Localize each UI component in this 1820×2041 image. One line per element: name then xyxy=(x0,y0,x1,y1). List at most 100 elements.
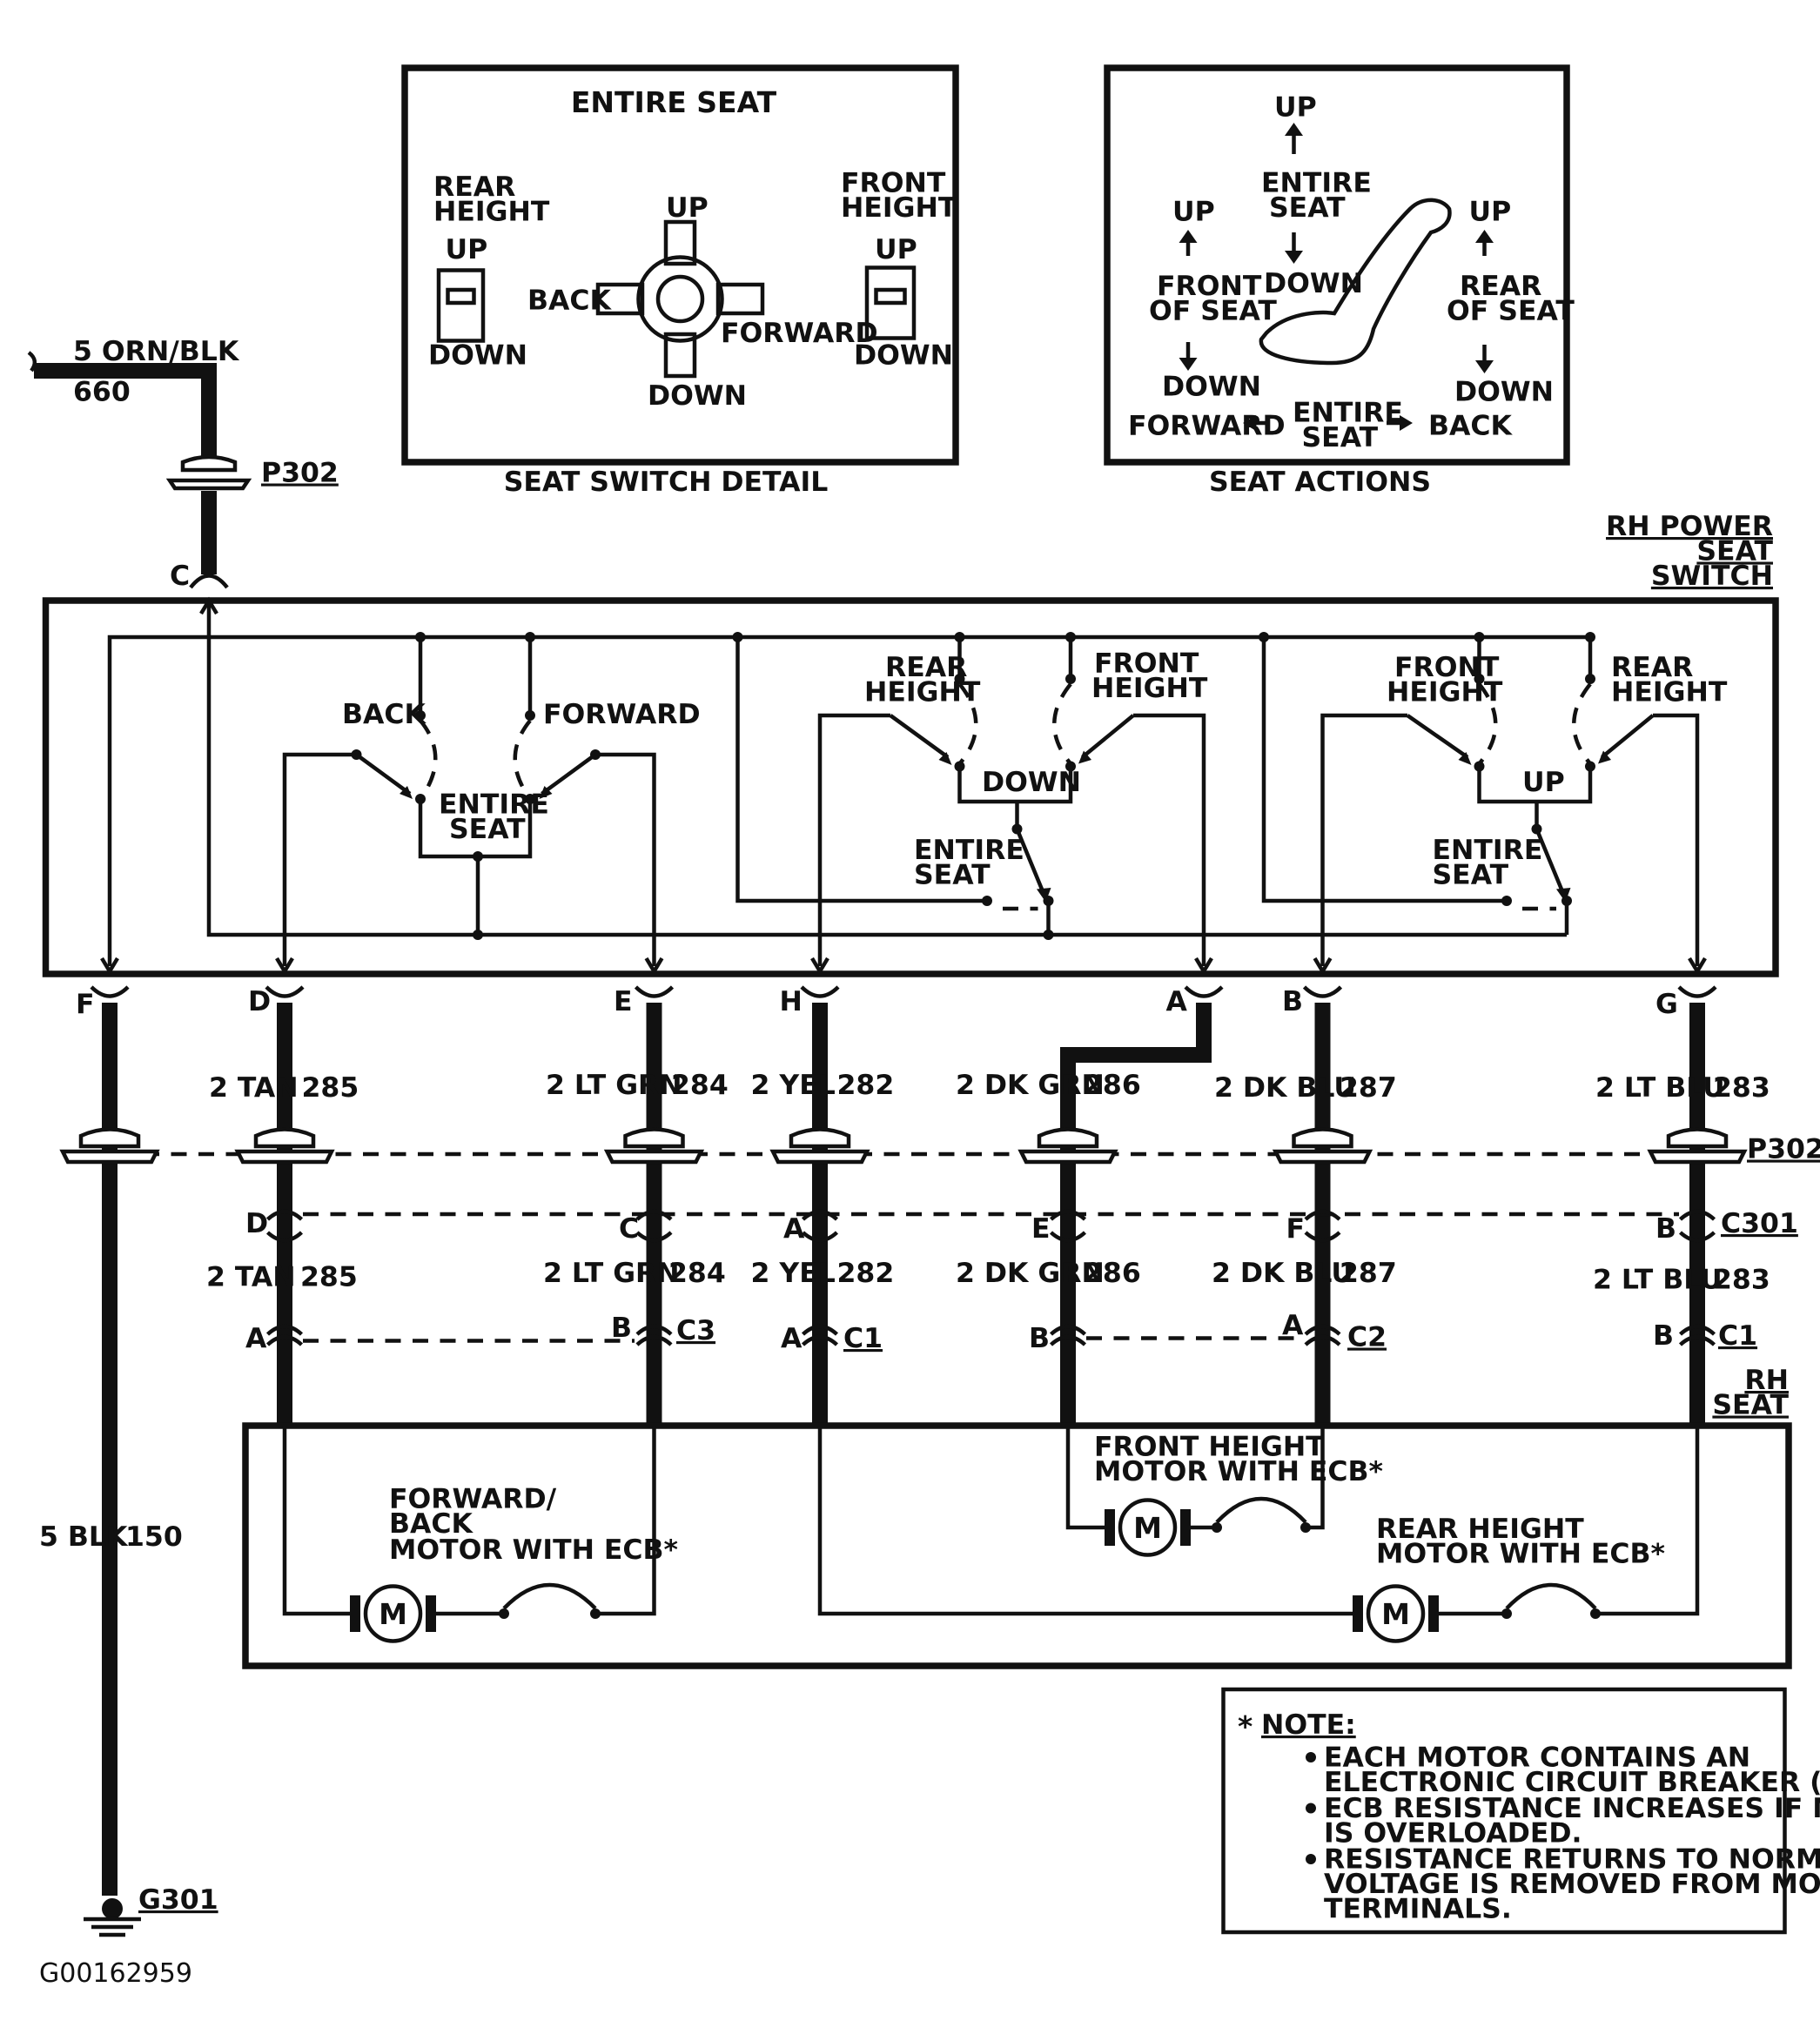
switch-forward-label: FORWARD xyxy=(543,699,701,730)
switch-down-rear-label: REAR xyxy=(885,652,967,683)
switch-fb-entire-label: ENTIRE xyxy=(439,789,549,821)
switch-down-front-height-label: HEIGHT xyxy=(1091,673,1208,704)
actions-rear-up-label: UP xyxy=(1469,197,1512,228)
rh-motor-label-2: MOTOR WITH ECB* xyxy=(1376,1539,1665,1570)
switch-down-rear-height-label: HEIGHT xyxy=(864,677,981,708)
actions-front-label: FRONT xyxy=(1157,271,1262,302)
pin-d-label: D xyxy=(248,986,271,1017)
wire-285-circuit-top: 285 xyxy=(302,1072,359,1104)
c301-pin-c: C xyxy=(619,1213,639,1245)
wire-285-color-bottom: 2 TAN xyxy=(206,1262,296,1293)
ground-wire-color: 5 BLK xyxy=(39,1521,129,1553)
note-box: * NOTE: EACH MOTOR CONTAINS AN ELECTRONI… xyxy=(1221,1687,1820,1935)
feed-circuit-number: 660 xyxy=(73,377,131,408)
note-line-2: ELECTRONIC CIRCUIT BREAKER (ECB). xyxy=(1324,1767,1820,1798)
c301-pin-a: A xyxy=(783,1213,805,1245)
front-height-label-2: HEIGHT xyxy=(841,192,957,224)
switch-title-1: RH POWER xyxy=(1606,511,1773,542)
wire-282-circuit-bottom: 282 xyxy=(837,1258,895,1289)
fb-ecb-icon xyxy=(502,1582,597,1610)
entire-seat-joystick-icon xyxy=(595,219,765,379)
feed-wire: 5 ORN/BLK 660 P302 C xyxy=(27,336,339,592)
actions-entire-down-label: DOWN xyxy=(1264,268,1363,299)
seat-title-1: RH xyxy=(1744,1365,1789,1396)
switch-down-label: DOWN xyxy=(982,767,1081,798)
motor-conn-pin-b-2: B xyxy=(1029,1323,1050,1354)
figure-id: G00162959 xyxy=(39,1958,192,1989)
forward-back-motor-icon: M xyxy=(350,1584,436,1643)
switch-back-label: BACK xyxy=(342,699,427,730)
switch-fb-seat-label: SEAT xyxy=(449,814,526,845)
wire-282-color-bottom: 2 YEL xyxy=(751,1258,836,1289)
wire-286-color-bottom: 2 DK GRN xyxy=(956,1258,1105,1289)
rh-seat-box: M FORWARD/ BACK MOTOR WITH ECB* M FRONT … xyxy=(242,1422,1792,1669)
wire-286-circuit-top: 286 xyxy=(1084,1070,1141,1101)
actions-forward-label: FORWARD xyxy=(1128,411,1286,442)
c301-pin-e: E xyxy=(1031,1213,1051,1245)
switch-up-seat-label: SEAT xyxy=(1433,860,1509,891)
switch-detail-title: ENTIRE SEAT xyxy=(571,85,777,119)
rear-up-label: UP xyxy=(446,234,488,265)
seat-actions-panel: UP ENTIRE SEAT DOWN UP FRONT OF SEAT DOW… xyxy=(1104,64,1575,466)
wire-285-circuit-bottom: 285 xyxy=(300,1262,358,1293)
fb-motor-label-1: FORWARD/ xyxy=(389,1484,557,1515)
wire-282-circuit-top: 282 xyxy=(837,1070,895,1101)
switch-up-rear-label: REAR xyxy=(1611,652,1693,683)
wire-283-color-bottom: 2 LT BLU xyxy=(1593,1265,1723,1296)
ground-label: G301 xyxy=(138,1884,218,1916)
wire-284-color-top: 2 LT GRN xyxy=(546,1070,682,1101)
actions-front-up-label: UP xyxy=(1172,197,1215,228)
c301-pin-f: F xyxy=(1286,1213,1306,1245)
joystick-up-label: UP xyxy=(666,192,709,224)
front-height-label-1: FRONT xyxy=(841,168,946,199)
wire-287-circuit-bottom: 287 xyxy=(1340,1258,1397,1289)
motor-conn-pin-a-3: A xyxy=(1282,1310,1304,1341)
actions-seat-label: SEAT xyxy=(1269,192,1346,224)
rh-power-seat-switch: BACK FORWARD ENTIRE SEAT REAR HEIGHT FRO… xyxy=(42,596,1779,977)
joystick-forward-label: FORWARD xyxy=(721,318,878,349)
rear-height-rocker-icon xyxy=(436,268,486,343)
actions-rear-of-seat-label: OF SEAT xyxy=(1447,296,1575,327)
joystick-back-label: BACK xyxy=(527,285,613,317)
rear-down-label: DOWN xyxy=(428,340,527,372)
switch-down-seat-label: SEAT xyxy=(914,860,991,891)
fh-motor-label-2: MOTOR WITH ECB* xyxy=(1094,1456,1383,1487)
motor-conn-pin-b-1: B xyxy=(611,1313,632,1344)
p302-label: P302 xyxy=(1747,1134,1820,1165)
feed-pin-label: C xyxy=(170,561,190,592)
actions-rear-down-label: DOWN xyxy=(1454,377,1554,408)
ground-symbol-icon xyxy=(84,1917,141,1937)
pin-b-label: B xyxy=(1282,986,1303,1017)
actions-front-of-seat-label: OF SEAT xyxy=(1149,296,1277,327)
rh-ecb-icon xyxy=(1505,1582,1597,1610)
wire-282-color-top: 2 YEL xyxy=(751,1070,836,1101)
front-height-rocker-icon xyxy=(864,265,917,340)
feed-connector-label: P302 xyxy=(261,458,339,489)
c301-pin-b: B xyxy=(1655,1213,1676,1245)
front-down-label: DOWN xyxy=(854,340,953,372)
pin-g-label: G xyxy=(1655,989,1678,1020)
wire-283-circuit-bottom: 283 xyxy=(1713,1265,1770,1296)
fb-motor-label-3: MOTOR WITH ECB* xyxy=(389,1534,678,1566)
wire-284-circuit-top: 284 xyxy=(671,1070,729,1101)
c3-label: C3 xyxy=(676,1315,715,1346)
motor-conn-pin-a-1: A xyxy=(245,1323,267,1354)
joystick-down-label: DOWN xyxy=(648,380,747,412)
switch-title-3: SWITCH xyxy=(1651,561,1773,592)
note-line-4: IS OVERLOADED. xyxy=(1324,1818,1582,1850)
pin-e-label: E xyxy=(614,986,633,1017)
actions-entire-label: ENTIRE xyxy=(1261,168,1372,199)
note-line-5: RESISTANCE RETURNS TO NORMAL AFTER xyxy=(1324,1844,1820,1876)
front-height-motor-icon: M xyxy=(1105,1498,1191,1557)
actions-rear-label: REAR xyxy=(1460,271,1541,302)
wire-harness: F D E H A B G 2 TAN 285 2 LT GRN 284 2 Y… xyxy=(39,985,1820,1937)
feed-wire-color: 5 ORN/BLK xyxy=(73,336,240,367)
note-title: NOTE: xyxy=(1261,1709,1356,1741)
seat-actions-caption: SEAT ACTIONS xyxy=(1209,467,1431,498)
fh-motor-m: M xyxy=(1133,1511,1162,1545)
c1-label-right: C1 xyxy=(1718,1320,1757,1352)
front-up-label: UP xyxy=(875,234,917,265)
actions-front-down-label: DOWN xyxy=(1162,372,1261,403)
seat-title-2: SEAT xyxy=(1712,1390,1789,1421)
